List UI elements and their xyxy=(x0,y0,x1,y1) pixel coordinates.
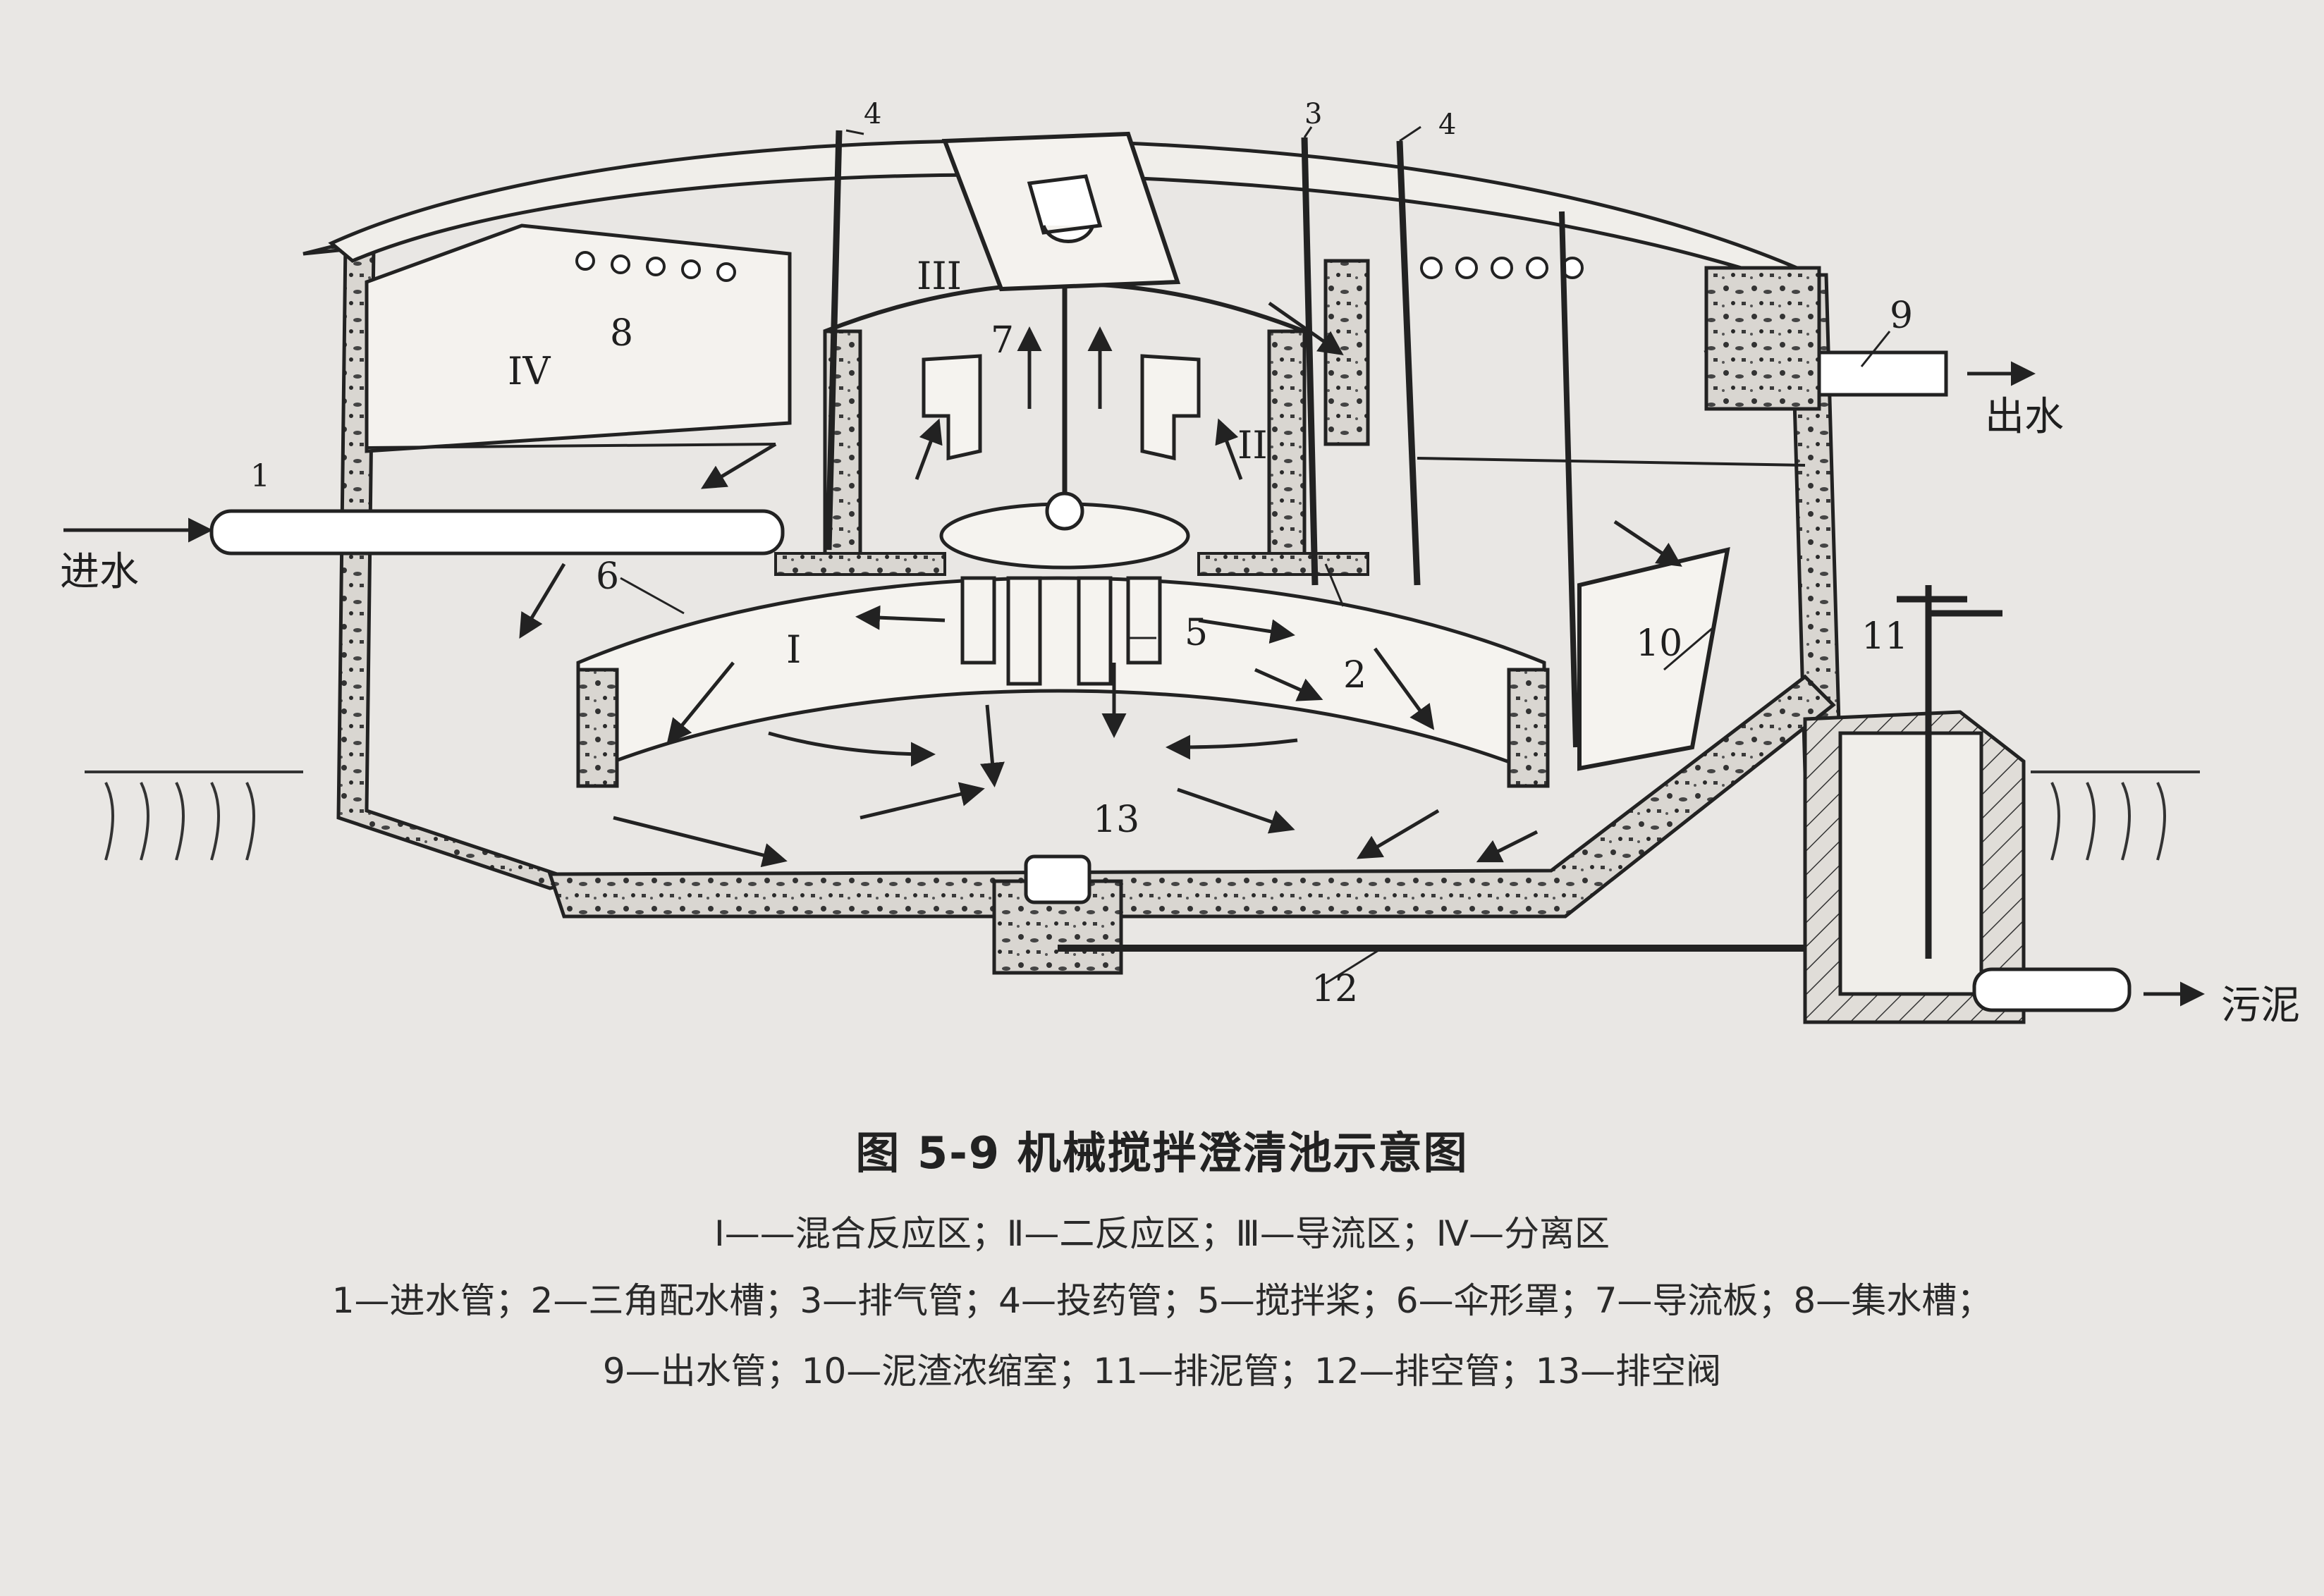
flow-arrows xyxy=(519,301,1682,868)
trough-holes xyxy=(575,251,1584,282)
label-n5: 5 xyxy=(1185,612,1208,654)
label-zone-3: III xyxy=(917,254,962,298)
caption-parts-line-2: 9—出水管；10—泥渣浓缩室；11—排泥管；12—排空管；13—排空阀 xyxy=(602,1351,1722,1392)
label-n3: 3 xyxy=(1304,98,1322,130)
label-n2: 2 xyxy=(1343,654,1366,696)
sludge-box-inner xyxy=(1838,731,1983,996)
label-n7: 7 xyxy=(991,319,1014,362)
guide-plate-left xyxy=(922,354,982,461)
collection-trough xyxy=(365,223,792,453)
ground-soil-right xyxy=(2031,771,2200,861)
label-n11: 11 xyxy=(1861,615,1908,658)
dosing-pipe-left xyxy=(825,130,843,551)
label-n10: 10 xyxy=(1636,622,1682,665)
right-partition-wall xyxy=(1323,259,1370,446)
label-n8: 8 xyxy=(610,312,633,355)
dosing-pipe-right xyxy=(1396,140,1421,586)
sludge-riser-pipe xyxy=(1559,211,1579,748)
label-outlet-text: 出水 xyxy=(1985,394,2064,440)
motor-icon xyxy=(1027,174,1103,243)
label-n6: 6 xyxy=(596,555,619,598)
label-n9: 9 xyxy=(1890,295,1913,337)
bottom-slab xyxy=(547,674,1836,919)
inlet-pipe xyxy=(209,509,785,555)
guide-plate-right xyxy=(1140,354,1201,461)
stirring-impeller xyxy=(939,502,1190,686)
hood-left-edge xyxy=(576,668,619,788)
clarifier-diagram: 1 进水 出水 污泥 2 3 4 4 5 6 7 8 9 10 11 12 13… xyxy=(60,98,2300,1029)
label-n4a: 4 xyxy=(864,98,881,130)
figure-title: 图 5-9 机械搅拌澄清池示意图 xyxy=(855,1127,1469,1179)
caption-parts-line-1: 1—进水管；2—三角配水槽；3—排气管；4—投药管；5—搅拌桨；6—伞形罩；7—… xyxy=(331,1280,1993,1321)
label-zone-4: IV xyxy=(508,349,551,393)
label-inlet-text: 进水 xyxy=(60,549,139,595)
sludge-outlet-pipe xyxy=(1972,967,2132,1012)
separation-lines xyxy=(366,443,1806,467)
ledge-left xyxy=(774,552,946,576)
external-arrows xyxy=(63,361,2205,1007)
vent-pipe xyxy=(1301,137,1319,586)
sludge-pipe xyxy=(1897,585,2002,959)
caption-zones: Ⅰ——混合反应区；Ⅱ—二反应区；Ⅲ—导流区；Ⅳ—分离区 xyxy=(714,1213,1610,1254)
label-n13: 13 xyxy=(1093,799,1139,841)
label-inlet-num: 1 xyxy=(250,458,270,494)
guide-cylinder-right-wall xyxy=(1267,329,1307,566)
impeller-hub xyxy=(1045,491,1084,531)
label-n12: 12 xyxy=(1311,968,1358,1010)
label-zone-1: I xyxy=(786,627,801,672)
ledge-right xyxy=(1197,552,1369,576)
leader-lines xyxy=(620,125,1891,985)
outlet-box xyxy=(1704,266,1821,411)
label-n4b: 4 xyxy=(1438,109,1456,141)
label-sludge-text: 污泥 xyxy=(2221,983,2300,1029)
label-zone-2: II xyxy=(1237,423,1268,467)
ground-soil-left xyxy=(85,771,303,861)
drain-valve-icon xyxy=(1024,854,1091,904)
hood-right-edge xyxy=(1507,668,1550,788)
